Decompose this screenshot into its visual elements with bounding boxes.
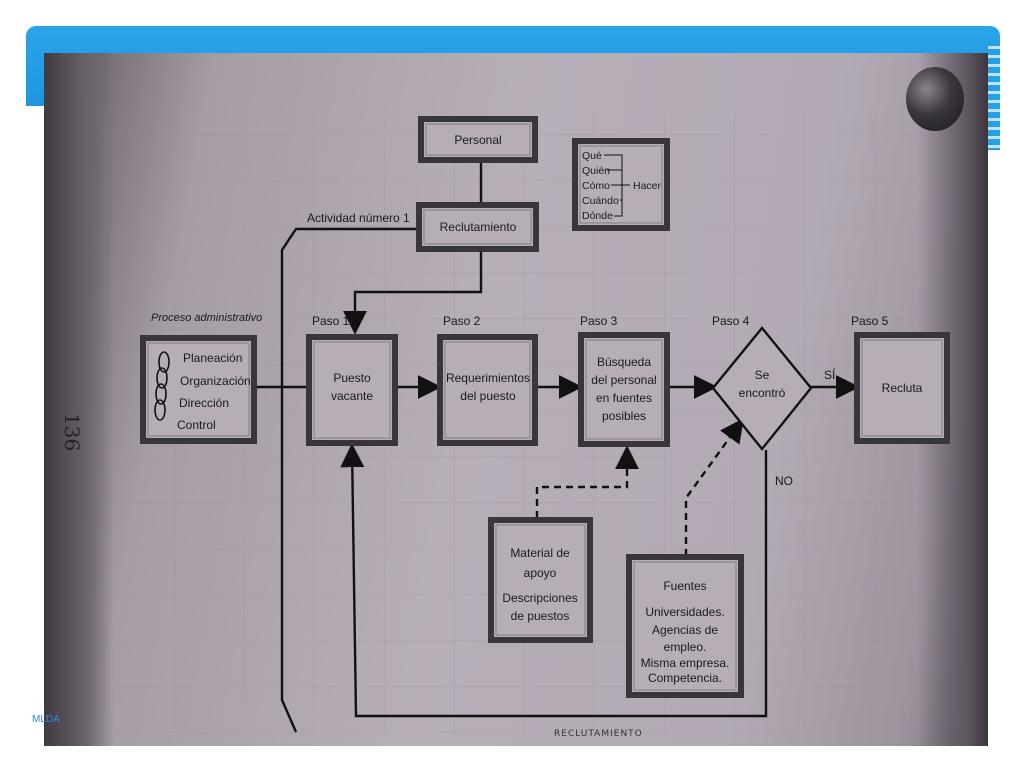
question-bracket [604,154,630,217]
label-paso-5: Paso 5 [851,314,889,328]
fuentes-line-1: Universidades. [645,605,724,619]
label-paso-2: Paso 2 [443,314,481,328]
label-paso-1: Paso 1 [312,314,350,328]
step2-line-2: del puesto [460,389,516,403]
label-actividad: Actividad número 1 [307,211,410,225]
connector-actividad-left [280,227,418,733]
fuentes-line-4: Misma empresa. [641,656,730,670]
box-puesto-vacante [306,334,398,446]
box-proceso [140,335,257,444]
fuentes-line-2: Agencias de [652,623,718,637]
label-personal: Personal [454,133,501,147]
material-line-4: de puestos [511,609,570,623]
proceso-item-organizacion: Organización [180,374,251,388]
box-material [488,517,593,643]
question-cuando: Cuándo [582,195,619,207]
label-paso-4: Paso 4 [712,314,750,328]
box-reclutamiento [416,202,539,252]
label-si: SÍ [824,367,836,382]
label-reclutamiento: Reclutamiento [440,220,517,234]
dashed-fuentes-paso4 [684,418,744,556]
label-proceso-title: Proceso administrativo [151,312,262,324]
fuentes-title: Fuentes [663,579,706,593]
proceso-item-control: Control [177,418,216,432]
box-personal [418,116,538,163]
step3-line-1: Búsqueda [597,355,651,369]
diamond-se-encontro [711,326,813,451]
step3-line-4: posibles [602,409,646,423]
question-quien: Quién [582,165,610,177]
footer-author: MLDA [32,714,60,725]
fuentes-line-3: empleo. [664,640,707,654]
question-como: Cómo [582,180,610,192]
label-no: NO [775,474,793,488]
step1-line-1: Puesto [333,371,371,385]
box-busqueda [578,332,670,447]
step5-line-1: Recluta [882,381,923,395]
dashed-material-paso3 [535,445,639,518]
bottom-running-text: RECLUTAMIENTO [554,729,643,739]
chain-icon [154,351,170,421]
box-recluta [854,332,950,444]
proceso-item-direccion: Dirección [179,396,229,410]
proceso-item-planeacion: Planeación [183,351,242,365]
label-hacer: Hacer [633,180,662,192]
question-que: Qué [582,150,602,162]
material-line-2: apoyo [524,566,557,580]
connector-reclutamiento-paso1 [343,250,483,335]
box-fuentes [626,554,744,698]
step3-line-2: del personal [591,373,656,387]
label-paso-3: Paso 3 [580,314,618,328]
step3-line-3: en fuentes [596,391,652,405]
question-donde: Dónde [582,210,613,222]
step1-line-2: vacante [331,389,373,403]
page-gutter-shadow [44,53,114,746]
slide-edge-stripe [988,40,1000,150]
material-line-3: Descripciones [502,591,577,605]
fuentes-line-5: Competencia. [648,671,722,685]
step4-line-2: encontró [739,386,786,400]
step4-line-1: Se [755,368,770,382]
dark-object [906,67,964,131]
box-requerimientos [437,334,538,446]
material-line-1: Material de [510,546,570,560]
step2-line-1: Requerimientos [446,371,530,385]
loop-no-paso1 [340,443,768,718]
